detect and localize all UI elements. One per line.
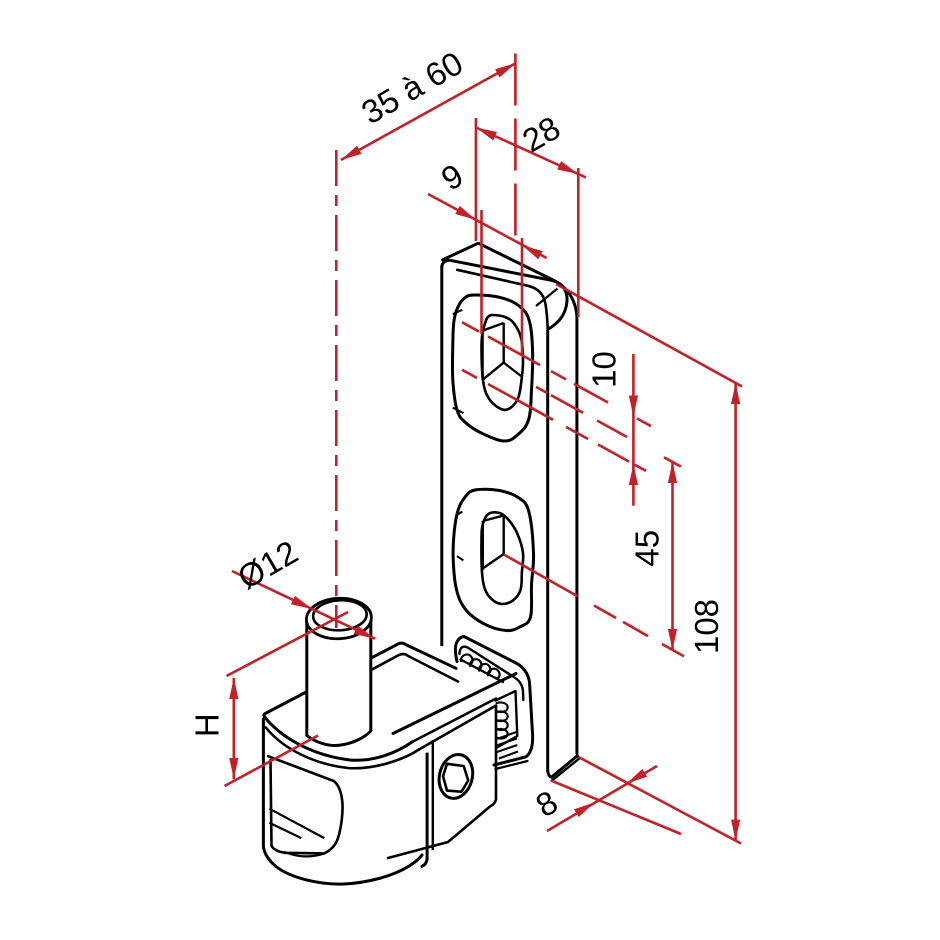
svg-text:H: H <box>189 713 226 737</box>
svg-text:108: 108 <box>688 599 725 654</box>
svg-text:45: 45 <box>629 530 666 567</box>
svg-text:10: 10 <box>586 351 623 388</box>
